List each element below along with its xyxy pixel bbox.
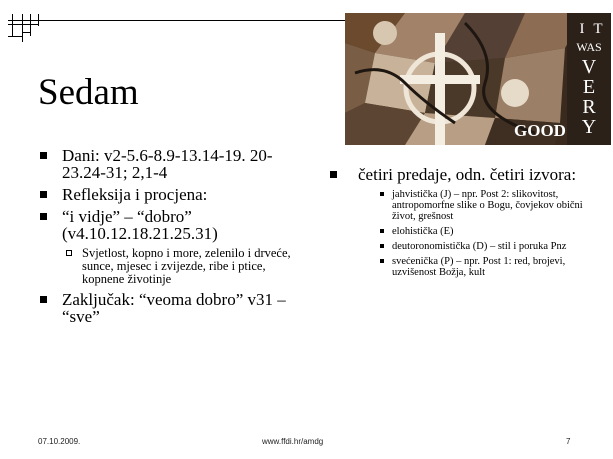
- image-letter-t: T: [593, 21, 602, 37]
- image-word-was: WAS: [576, 40, 601, 54]
- image-word-good: GOOD: [514, 121, 566, 140]
- image-letter-r: R: [582, 96, 596, 118]
- sub-bullet-elohist: elohistička (E): [330, 226, 595, 237]
- bullet-and-saw: “i vidje” – “dobro” (v4.10.12.18.21.25.3…: [38, 208, 303, 242]
- image-letter-y: Y: [582, 116, 596, 138]
- sub-bullet-yahwist: jahvistička (J) – npr. Post 2: slikovito…: [330, 189, 595, 222]
- sub-bullet-priestly: svećenička (P) – npr. Post 1: red, broje…: [330, 256, 595, 278]
- bullet-days: Dani: v2-5.6-8.9-13.14-19. 20-23.24-31; …: [38, 147, 303, 181]
- bullet-conclusion: Zaključak: “veoma dobro” v31 – “sve”: [38, 291, 303, 325]
- stained-glass-image: I T WAS V E R Y GOOD: [345, 13, 611, 145]
- bullet-four-sources: četiri predaje, odn. četiri izvora:: [330, 166, 595, 183]
- sub-bullet-creation-list: Svjetlost, kopno i more, zelenilo i drve…: [38, 247, 303, 286]
- image-letter-i: I: [580, 21, 585, 37]
- right-column: četiri predaje, odn. četiri izvora: jahv…: [330, 166, 595, 282]
- footer-url[interactable]: www.ffdi.hr/amdg: [262, 437, 324, 446]
- footer-page-number: 7: [566, 437, 571, 446]
- image-letter-v: V: [582, 56, 597, 78]
- footer-date: 07.10.2009.: [38, 437, 81, 446]
- bullet-reflection: Refleksija i procjena:: [38, 186, 303, 203]
- slide-title: Sedam: [38, 72, 139, 113]
- left-column: Dani: v2-5.6-8.9-13.14-19. 20-23.24-31; …: [38, 147, 303, 330]
- image-letter-e: E: [583, 76, 595, 98]
- sub-bullet-deuteronomist: deutoronomistička (D) – stil i poruka Pn…: [330, 241, 595, 252]
